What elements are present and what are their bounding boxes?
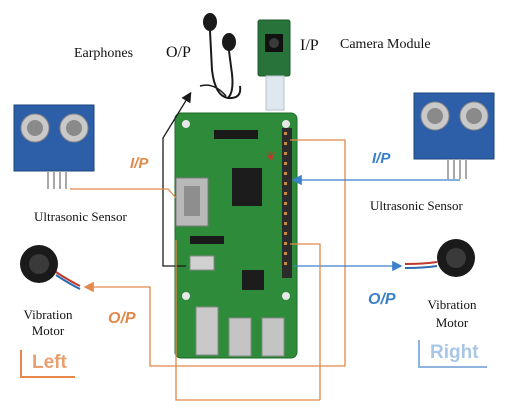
connection-wires xyxy=(70,91,460,401)
left-motor-label-line1: Vibration xyxy=(23,307,73,322)
ultrasonic-sensor-icon xyxy=(13,104,95,189)
right-sensor-label: Ultrasonic Sensor xyxy=(370,198,463,213)
raspberry-pi-board-icon: ❦ xyxy=(174,112,298,359)
camera-module-icon xyxy=(257,19,291,111)
right-motor-label-line2: Motor xyxy=(435,315,469,330)
right-motor-output-label: O/P xyxy=(368,291,396,308)
earphones-output-label: O/P xyxy=(166,44,191,61)
svg-text:❦: ❦ xyxy=(266,149,276,163)
left-side-label: Left xyxy=(20,350,75,378)
left-sensor-label: Ultrasonic Sensor xyxy=(34,209,127,224)
ultrasonic-sensor-icon xyxy=(413,92,495,179)
left-motor-label-line2: Motor xyxy=(31,323,65,338)
camera-input-label: I/P xyxy=(300,37,319,54)
vibration-motor-icon xyxy=(20,245,81,290)
earphones-label: Earphones xyxy=(74,46,134,61)
left-motor-output-label: O/P xyxy=(108,310,136,327)
left-sensor-input-label: I/P xyxy=(130,155,149,172)
earphones-icon xyxy=(199,13,242,100)
camera-module-label: Camera Module xyxy=(340,37,431,52)
right-side-label: Right xyxy=(418,340,487,368)
right-sensor-input-label: I/P xyxy=(372,150,391,167)
vibration-motor-icon xyxy=(404,239,475,277)
right-motor-label-line1: Vibration xyxy=(427,297,477,312)
